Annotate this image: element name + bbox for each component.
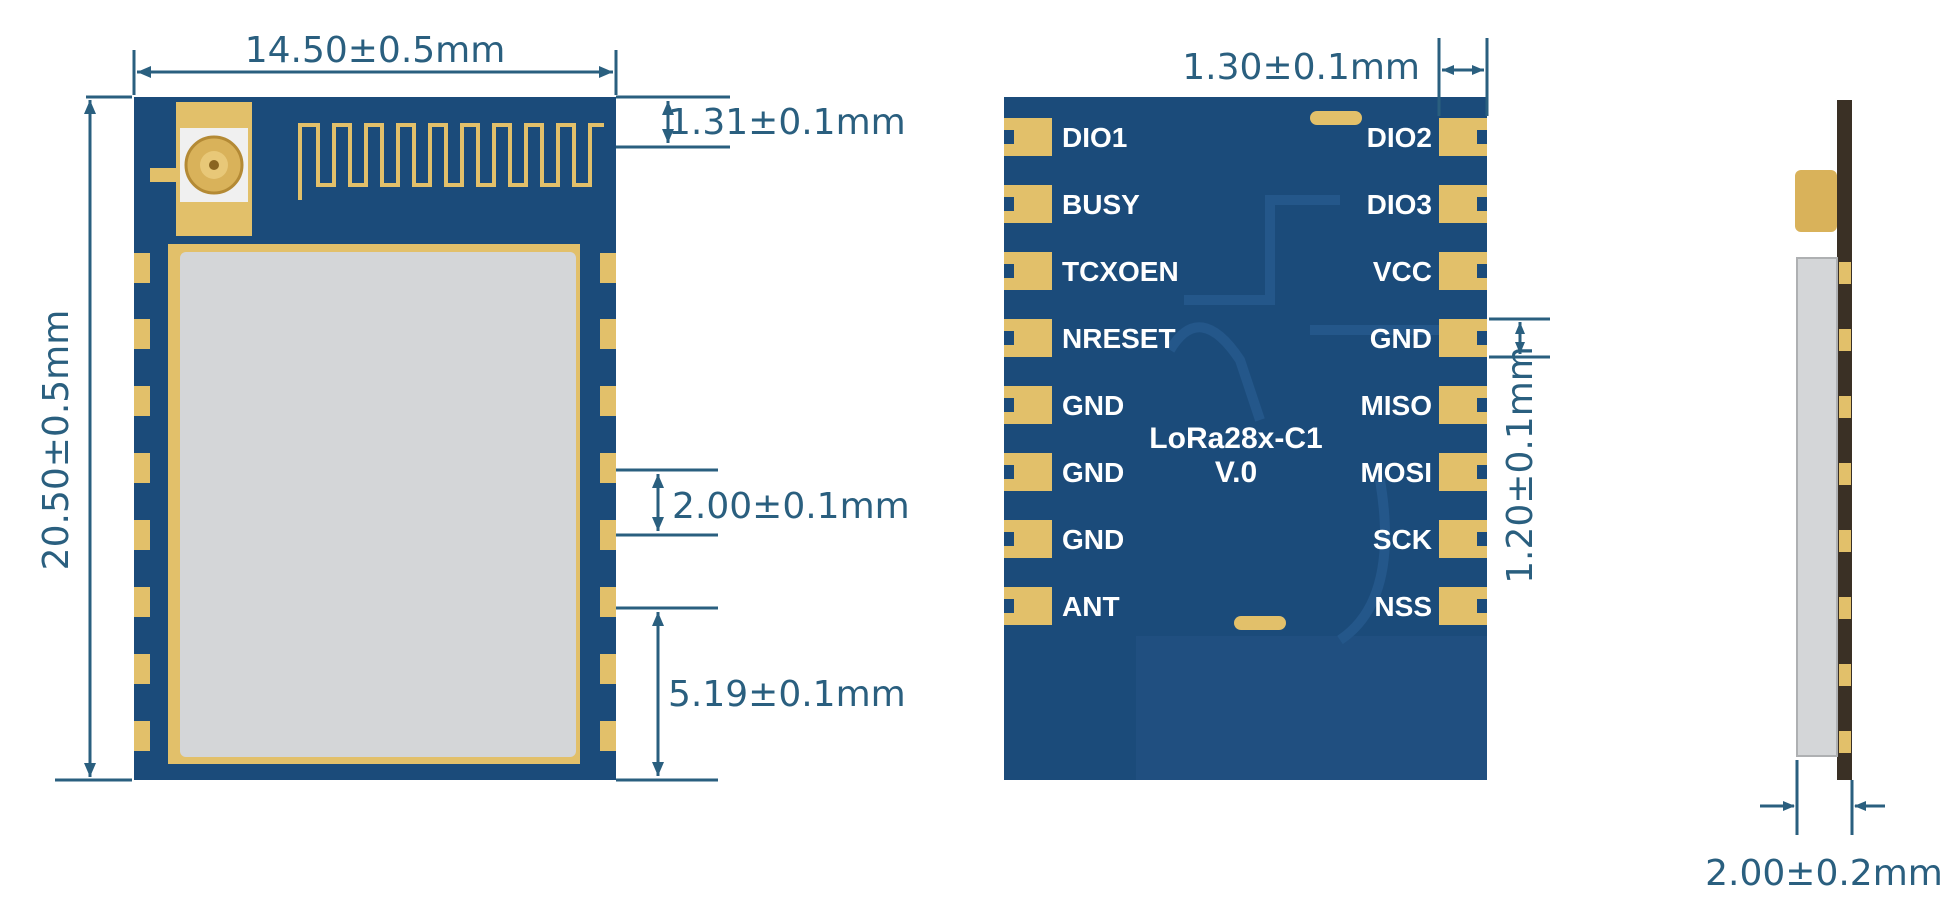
pin-label-left: TCXOEN (1062, 256, 1179, 287)
back-view: DIO1 BUSY TCXOEN NRESET GND GND GND ANT … (1004, 38, 1550, 780)
bottom-pin-gap-label: 5.19±0.1mm (668, 674, 906, 715)
pad-extension-label: 1.30±0.1mm (1182, 47, 1420, 88)
side-connector (1795, 170, 1837, 232)
pin-label-right: DIO2 (1367, 122, 1432, 153)
pin-label-left: ANT (1062, 591, 1120, 622)
pin-label-left: GND (1062, 524, 1124, 555)
pin-label-right: NSS (1374, 591, 1432, 622)
shield-can (180, 252, 576, 757)
front-pads-right (600, 253, 616, 751)
jumper-top (1310, 111, 1362, 125)
pin-label-left: DIO1 (1062, 122, 1127, 153)
pin-label-left: GND (1062, 390, 1124, 421)
pin-label-left: NRESET (1062, 323, 1176, 354)
pin-label-right: SCK (1373, 524, 1432, 555)
side-pads (1839, 262, 1851, 753)
pin-label-right: DIO3 (1367, 189, 1432, 220)
front-view: 14.50±0.5mm 20.50±0.5mm 1.31±0.1mm 2.00±… (36, 30, 910, 782)
width-dimension-label: 14.50±0.5mm (245, 30, 506, 71)
back-traces (1165, 195, 1440, 645)
pin-pitch-label: 2.00±0.1mm (672, 486, 910, 527)
pin-label-left: BUSY (1062, 189, 1140, 220)
pin-label-right: MOSI (1360, 457, 1432, 488)
pin-label-right: VCC (1373, 256, 1432, 287)
keepout-area (1136, 636, 1487, 780)
pcb-antenna-trace (298, 123, 604, 200)
height-dimension-label: 20.50±0.5mm (36, 310, 77, 571)
model-name: LoRa28x-C1 (1149, 422, 1322, 455)
model-version: V.0 (1215, 456, 1257, 489)
pin-label-left: GND (1062, 457, 1124, 488)
side-shield (1796, 257, 1838, 757)
pin-label-right: GND (1370, 323, 1432, 354)
front-pads-left (134, 253, 150, 751)
side-view: 2.00±0.2mm (1705, 100, 1943, 894)
pin-label-right: MISO (1360, 390, 1432, 421)
ufl-connector-icon (150, 102, 252, 236)
pad-width-label: 1.20±0.1mm (1500, 346, 1541, 584)
antenna-offset-label: 1.31±0.1mm (668, 102, 906, 143)
thickness-label: 2.00±0.2mm (1705, 853, 1943, 894)
jumper-bottom (1234, 616, 1286, 630)
